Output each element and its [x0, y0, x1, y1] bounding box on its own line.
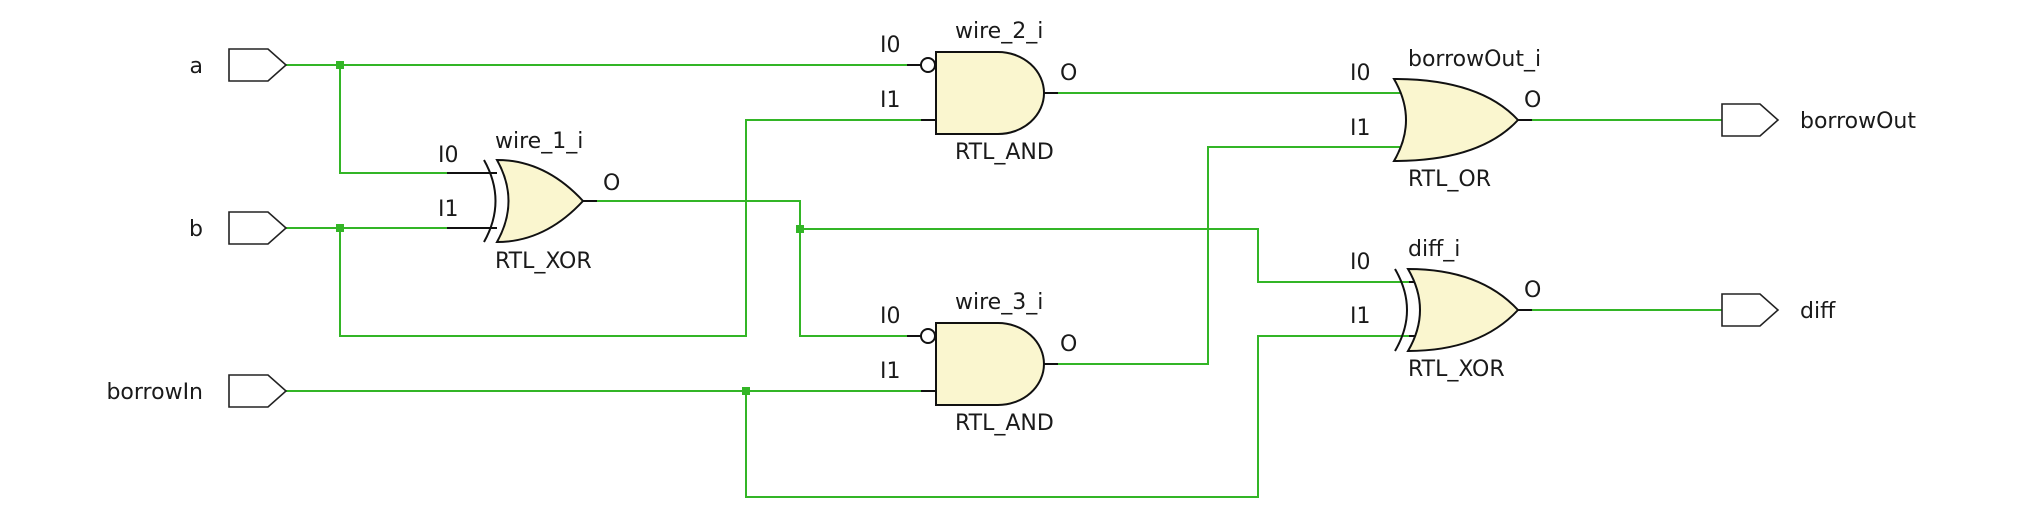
inverter-bubble: [920, 57, 936, 73]
gate-borrowOut_i[interactable]: borrowOut_i RTL_OR I0 I1 O: [1350, 47, 1541, 192]
gate-wire_3_i[interactable]: wire_3_i RTL_AND I0 I1 O: [880, 290, 1077, 436]
gate-type-label: RTL_AND: [955, 140, 1054, 165]
junction-dot: [336, 61, 344, 69]
xor-gate-back-curve: [483, 159, 497, 243]
or-gate-body[interactable]: [1392, 77, 1520, 163]
input-port-a-label: a: [190, 54, 203, 79]
pin-label-o: O: [1524, 88, 1541, 113]
junction-dot: [796, 225, 804, 233]
output-port-borrowOut-shape[interactable]: [1721, 103, 1780, 137]
pin-label-i1: I1: [438, 197, 459, 222]
input-port-a[interactable]: a: [190, 48, 288, 82]
pin-label-o: O: [1524, 278, 1541, 303]
xor-gate-back-curve: [1394, 268, 1408, 352]
input-port-b-shape[interactable]: [228, 211, 288, 245]
wires: [286, 64, 1722, 498]
and-gate-body[interactable]: [935, 322, 1045, 406]
gate-instance-label: borrowOut_i: [1408, 47, 1541, 72]
inverter-bubble: [920, 328, 936, 344]
and-gate-body[interactable]: [935, 51, 1045, 135]
pin-label-i0: I0: [1350, 250, 1371, 275]
input-port-b-label: b: [189, 217, 203, 242]
gate-wire_1_i[interactable]: wire_1_i RTL_XOR I0 I1 O: [438, 129, 620, 274]
xor-gate-body[interactable]: [1406, 267, 1520, 353]
gate-instance-label: wire_2_i: [955, 19, 1043, 44]
output-port-borrowOut[interactable]: borrowOut: [1721, 103, 1916, 137]
output-port-diff-shape[interactable]: [1721, 293, 1780, 327]
gate-type-label: RTL_XOR: [1408, 357, 1505, 382]
input-port-b[interactable]: b: [189, 211, 288, 245]
gate-instance-label: diff_i: [1408, 237, 1460, 262]
input-port-borrowIn-label: borrowIn: [106, 380, 203, 405]
gate-type-label: RTL_OR: [1408, 167, 1491, 192]
gate-wire_2_i[interactable]: wire_2_i RTL_AND I0 I1 O: [880, 19, 1077, 165]
output-port-borrowOut-label: borrowOut: [1800, 109, 1916, 134]
wire-borrowIn[interactable]: [286, 335, 1409, 498]
wire-a[interactable]: [286, 64, 907, 174]
pin-label-o: O: [603, 171, 620, 196]
wire-wire_1[interactable]: [597, 200, 1409, 337]
gate-type-label: RTL_XOR: [495, 249, 592, 274]
pin-label-i0: I0: [880, 304, 901, 329]
wire-wire_3[interactable]: [1058, 146, 1409, 365]
pin-label-i0: I0: [1350, 61, 1371, 86]
pin-label-o: O: [1060, 332, 1077, 357]
pin-label-i0: I0: [438, 143, 459, 168]
pin-label-o: O: [1060, 61, 1077, 86]
junctions: [336, 61, 804, 395]
gate-type-label: RTL_AND: [955, 411, 1054, 436]
output-port-diff[interactable]: diff: [1721, 293, 1836, 327]
pin-label-i1: I1: [1350, 116, 1371, 141]
output-port-diff-label: diff: [1800, 299, 1836, 324]
input-port-a-shape[interactable]: [228, 48, 288, 82]
gate-diff_i[interactable]: diff_i RTL_XOR I0 I1 O: [1350, 237, 1541, 382]
pin-label-i1: I1: [1350, 304, 1371, 329]
input-port-borrowIn-shape[interactable]: [228, 374, 288, 408]
gate-instance-label: wire_1_i: [495, 129, 583, 154]
xor-gate-body[interactable]: [495, 158, 585, 244]
pin-label-i1: I1: [880, 88, 901, 113]
junction-dot: [336, 224, 344, 232]
input-port-borrowIn[interactable]: borrowIn: [106, 374, 288, 408]
gate-instance-label: wire_3_i: [955, 290, 1043, 315]
junction-dot: [742, 387, 750, 395]
pin-label-i1: I1: [880, 359, 901, 384]
pin-label-i0: I0: [880, 33, 901, 58]
wire-b[interactable]: [286, 119, 921, 337]
